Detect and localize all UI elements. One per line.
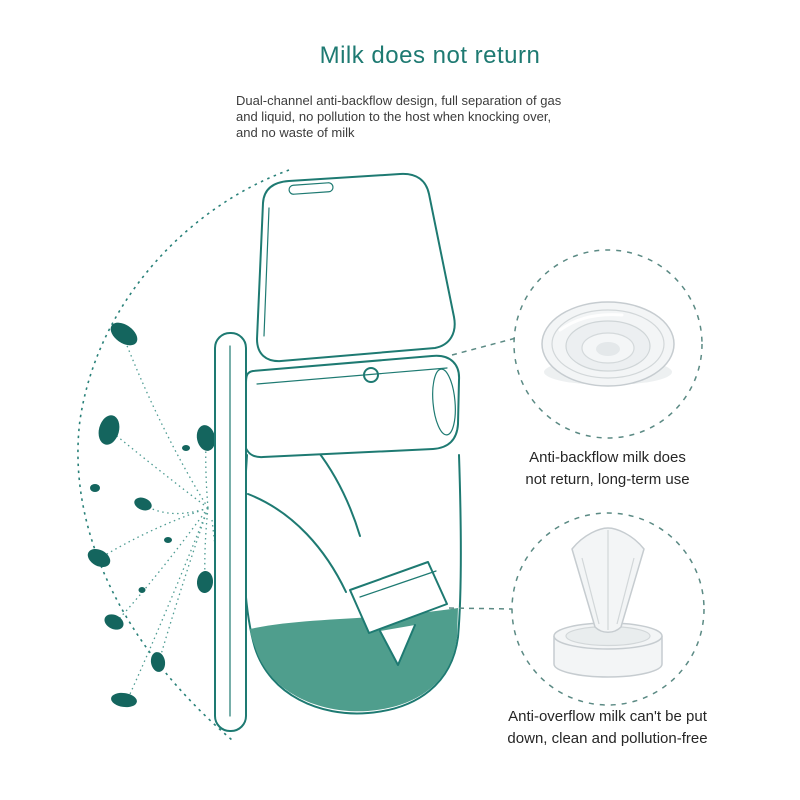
diaphragm-illustration <box>541 301 675 387</box>
internal-duckbill-valve <box>349 561 448 666</box>
diaphragm-caption-line-2: not return, long-term use <box>525 471 690 488</box>
breast-outline <box>77 169 290 741</box>
diaphragm-caption: Anti-backflow milk does not return, long… <box>500 447 715 491</box>
duckbill-callout <box>511 512 705 706</box>
band-knob <box>363 367 379 383</box>
diaphragm-caption-line-1: Anti-backflow milk does <box>529 449 686 466</box>
description-line-3: and no waste of milk <box>236 125 355 140</box>
page-title: Milk does not return <box>319 42 541 69</box>
description-line-2: and liquid, no pollution to the host whe… <box>236 109 552 124</box>
duckbill-callout-circle <box>511 512 705 706</box>
pump-motor-unit <box>256 172 456 363</box>
flange-band <box>243 354 461 459</box>
dashed-connector-bottom <box>448 607 513 610</box>
duckbill-valve-illustration <box>553 527 663 678</box>
description-line-1: Dual-channel anti-backflow design, full … <box>236 93 562 108</box>
breast-shield-plate <box>214 332 247 732</box>
dashed-connector-top <box>451 337 517 356</box>
milk-duct-lines <box>101 337 233 699</box>
duckbill-caption: Anti-overflow milk can't be put down, cl… <box>490 706 725 750</box>
duckbill-caption-line-1: Anti-overflow milk can't be put <box>508 708 707 725</box>
feature-description: Dual-channel anti-backflow design, full … <box>236 93 616 141</box>
diaphragm-callout-circle <box>513 249 703 439</box>
diaphragm-callout <box>513 249 703 439</box>
duckbill-caption-line-2: down, clean and pollution-free <box>507 730 708 747</box>
motor-unit-seam <box>288 182 334 195</box>
